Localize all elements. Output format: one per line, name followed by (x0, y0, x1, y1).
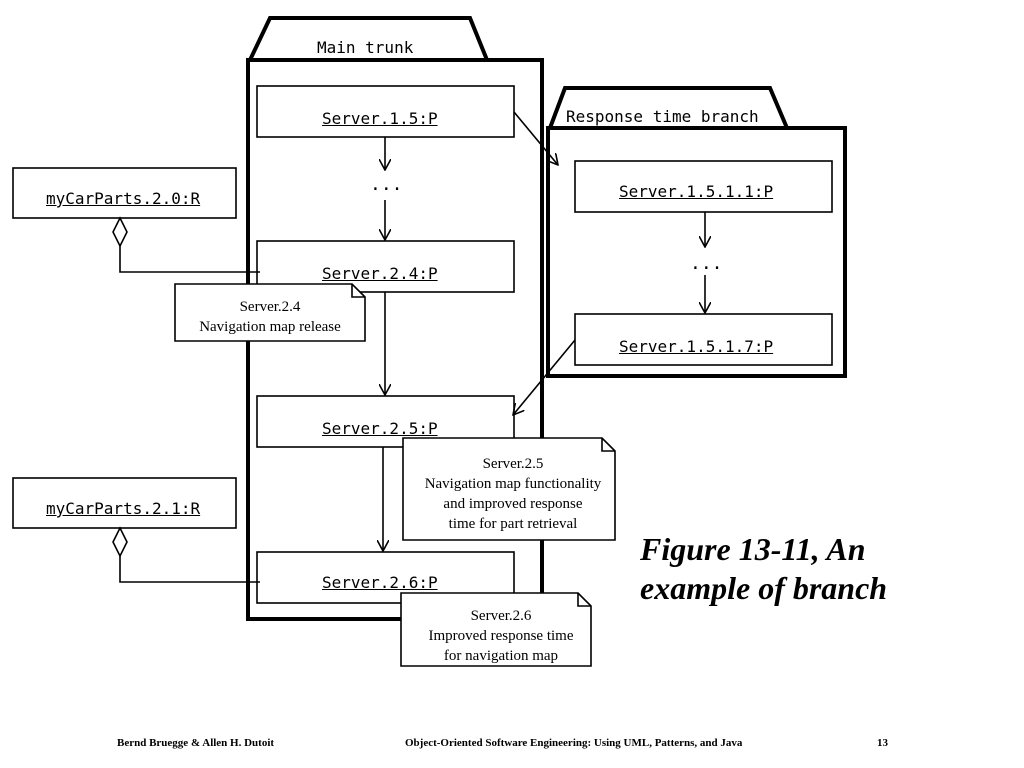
note-2-6 (400, 592, 592, 667)
release-box-2-0 (12, 167, 237, 219)
arrow-merge-to-2-5 (513, 339, 576, 415)
figure-caption-line-1: Figure 13-11, An (640, 531, 866, 567)
footer-book-title: Object-Oriented Software Engineering: Us… (405, 737, 743, 749)
version-box-1-5-1-1 (574, 160, 833, 213)
release-label-2-0: myCarParts.2.0:R (46, 189, 201, 208)
version-box-1-5-1-7 (574, 313, 833, 366)
version-label-2-4: Server.2.4:P (322, 264, 438, 283)
note-2-5-text: Server.2.5 Navigation map functionality … (403, 454, 623, 534)
version-box-1-5 (256, 85, 515, 138)
release-label-2-1: myCarParts.2.1:R (46, 499, 201, 518)
ellipsis-branch: ... (690, 253, 723, 274)
release-box-2-1 (12, 477, 237, 529)
note-2-5 (402, 437, 616, 541)
ellipsis-main: ... (370, 174, 403, 195)
note-2-4-line-1: Server.2.4 (239, 299, 301, 315)
version-label-1-5-1-7: Server.1.5.1.7:P (619, 337, 774, 356)
figure-caption: Figure 13-11, An example of branch (640, 530, 887, 608)
note-2-6-line-1: Server.2.6 (470, 608, 532, 624)
note-2-6-text: Server.2.6 Improved response time for na… (401, 606, 601, 666)
note-2-6-line-2: Improved response time (428, 628, 574, 644)
note-2-5-line-2: Navigation map functionality (424, 476, 602, 492)
version-label-1-5-1-1: Server.1.5.1.1:P (619, 182, 774, 201)
version-label-1-5: Server.1.5:P (322, 109, 438, 128)
figure-caption-line-2: example of branch (640, 570, 888, 606)
version-label-2-6: Server.2.6:P (322, 573, 438, 592)
arrow-branch-off (513, 111, 558, 165)
aggregation-link-2-0 (112, 216, 260, 273)
note-2-5-line-4: time for part retrieval (448, 516, 578, 532)
main-trunk-label: Main trunk (317, 38, 414, 57)
note-2-6-line-3: for navigation map (443, 648, 559, 664)
version-label-2-5: Server.2.5:P (322, 419, 438, 438)
note-2-4 (174, 283, 366, 342)
footer-authors: Bernd Bruegge & Allen H. Dutoit (117, 737, 275, 749)
note-2-5-line-3: and improved response (443, 496, 583, 512)
note-2-5-line-1: Server.2.5 (482, 456, 544, 472)
note-2-4-line-2: Navigation map release (199, 319, 341, 335)
aggregation-link-2-1 (112, 526, 260, 583)
response-branch-package (546, 86, 847, 378)
footer-page-number: 13 (877, 737, 888, 749)
response-branch-label: Response time branch (566, 107, 759, 126)
note-2-4-text: Server.2.4 Navigation map release (175, 297, 365, 337)
